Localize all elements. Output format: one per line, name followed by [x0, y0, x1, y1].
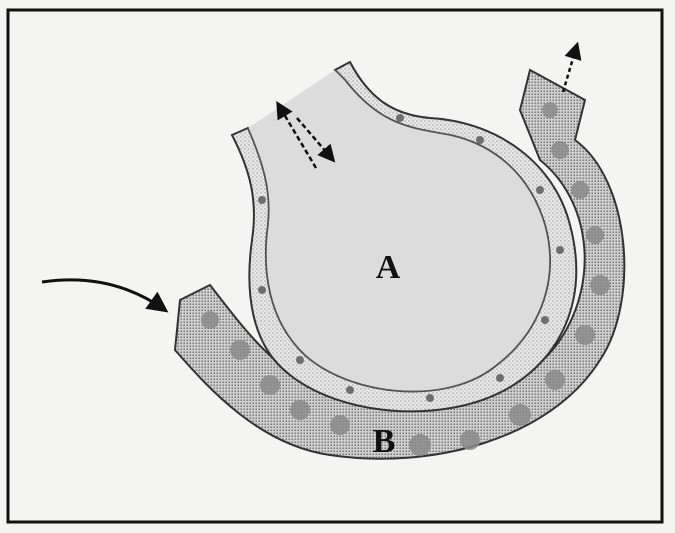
label-a: A — [376, 249, 401, 286]
blood-inflow-arrow — [42, 280, 165, 310]
blood-outflow-arrow — [563, 45, 577, 92]
label-b: B — [373, 423, 396, 460]
